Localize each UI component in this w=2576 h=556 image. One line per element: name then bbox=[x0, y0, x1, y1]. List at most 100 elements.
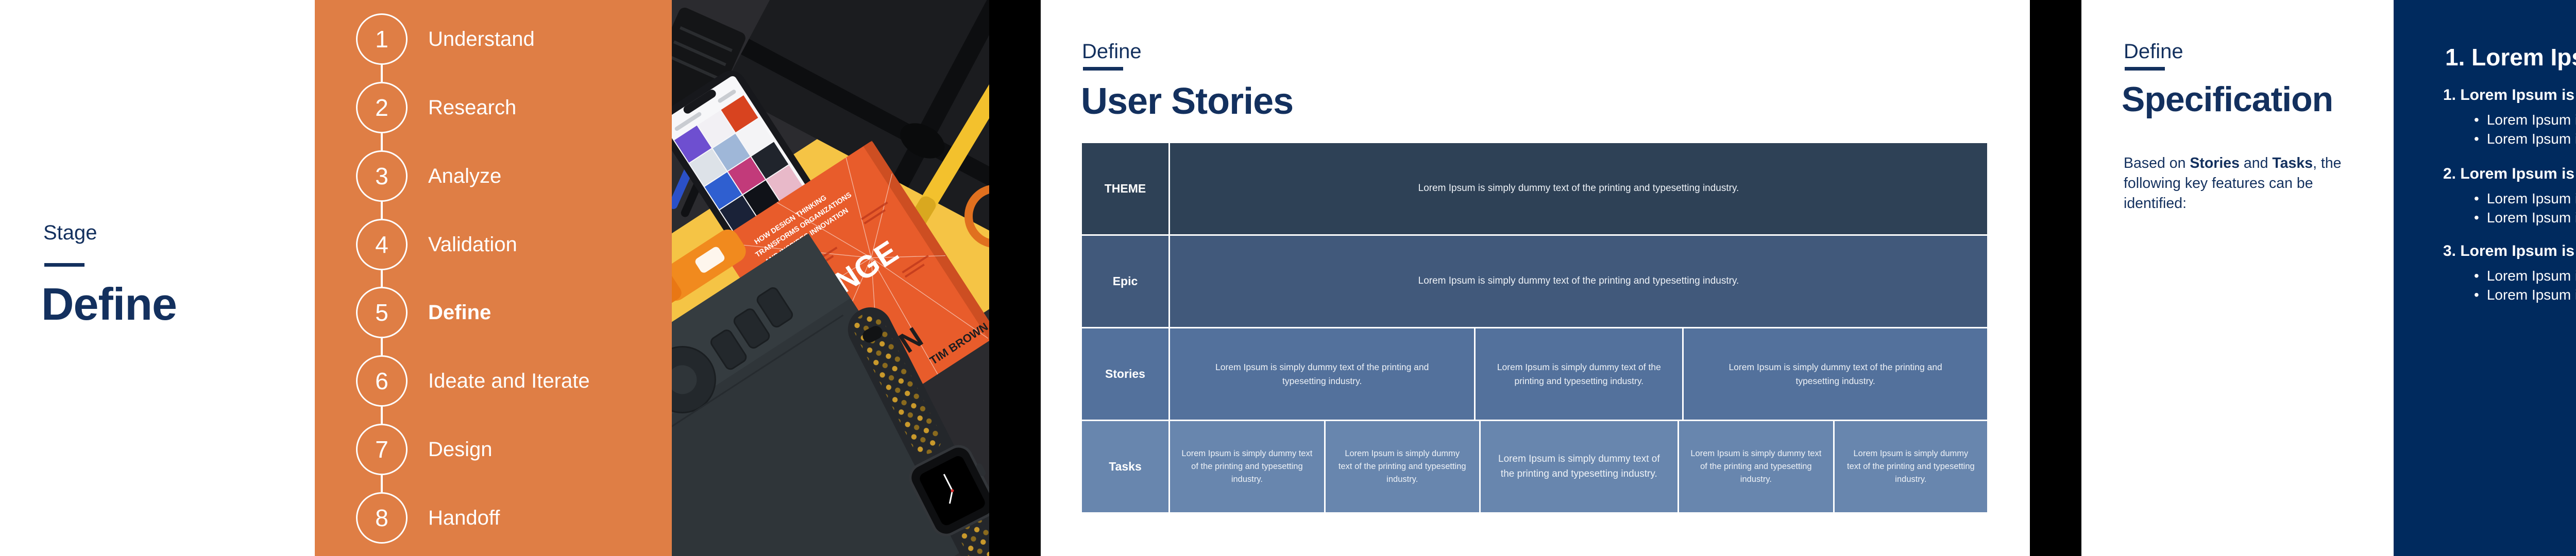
specification-intro-paragraph: Based on Stories and Tasks, the followin… bbox=[2124, 153, 2368, 213]
step-connector bbox=[381, 407, 383, 424]
para-text: and bbox=[2239, 155, 2273, 171]
table-row-tasks: Tasks Lorem Ipsum is simply dummy text o… bbox=[1082, 421, 1987, 512]
step-label: Handoff bbox=[428, 506, 500, 529]
step-number-badge: 7 bbox=[356, 424, 408, 475]
step-number-badge: 5 bbox=[356, 287, 408, 338]
define-kicker: Define bbox=[2124, 40, 2183, 63]
bullet-text: Lorem Ipsum is simply dummy text bbox=[2486, 131, 2576, 147]
list-item: • Lorem Ipsum is simply dummy text bbox=[2474, 285, 2576, 304]
define-kicker: Define bbox=[1082, 40, 1142, 63]
list-item: • Lorem Ipsum is simply dummy text bbox=[2474, 208, 2576, 227]
table-row-theme: THEME Lorem Ipsum is simply dummy text o… bbox=[1082, 143, 1987, 234]
step-number-badge: 2 bbox=[356, 82, 408, 133]
step-label: Design bbox=[428, 438, 493, 461]
bullet-text: Lorem Ipsum is simply dummy text bbox=[2486, 268, 2576, 284]
table-cell: Lorem Ipsum is simply dummy text of the … bbox=[1480, 421, 1677, 512]
bullet-text: Lorem Ipsum is simply dummy text bbox=[2486, 287, 2576, 303]
list-item: • Lorem Ipsum is simply dummy text bbox=[2474, 266, 2576, 285]
table-row-stories: Stories Lorem Ipsum is simply dummy text… bbox=[1082, 328, 1988, 420]
table-row-epic: Epic Lorem Ipsum is simply dummy text of… bbox=[1082, 236, 1987, 327]
bullet-icon: • bbox=[2474, 287, 2479, 303]
row-header-stories: Stories bbox=[1082, 328, 1168, 420]
step-item-understand: 1 Understand bbox=[356, 13, 535, 65]
table-cell: Lorem Ipsum is simply dummy text of the … bbox=[1679, 421, 1833, 512]
table-cell: Lorem Ipsum is simply dummy text of the … bbox=[1834, 421, 1987, 512]
slide-define-intro: Stage Define 1 Understand 2 Research 3 A… bbox=[0, 0, 1289, 556]
step-label: Ideate and Iterate bbox=[428, 369, 590, 392]
slide-specification: Define Specification Based on Stories an… bbox=[2081, 0, 2576, 556]
step-number-badge: 1 bbox=[356, 13, 408, 65]
key-features-panel: 1. Lorem Ipsum is simply dummy text 1. L… bbox=[2394, 0, 2576, 556]
feature-heading: 2. Lorem Ipsum is simply dummy text bbox=[2443, 165, 2576, 182]
flatlay-photo: HOW DESIGN THINKING TRANSFORMS ORGANIZAT… bbox=[488, 0, 1289, 556]
feature-bullets: • Lorem Ipsum is simply dummy text • Lor… bbox=[2443, 110, 2576, 148]
define-underline bbox=[1083, 67, 1123, 71]
stage-underline bbox=[44, 263, 84, 267]
slide2-title: User Stories bbox=[1081, 81, 1294, 122]
table-cell: Lorem Ipsum is simply dummy text of the … bbox=[1170, 421, 1324, 512]
step-number-badge: 3 bbox=[356, 150, 408, 202]
step-item-ideate-iterate: 6 Ideate and Iterate bbox=[356, 355, 590, 407]
step-label: Analyze bbox=[428, 164, 502, 187]
feature-heading: 1. Lorem Ipsum is simply dummy text bbox=[2443, 86, 2576, 103]
step-connector bbox=[381, 270, 383, 287]
step-connector bbox=[381, 338, 383, 355]
bullet-text: Lorem Ipsum is simply dummy text bbox=[2486, 112, 2576, 128]
step-connector bbox=[381, 65, 383, 82]
slide3-title: Specification bbox=[2122, 80, 2333, 119]
table-cell: Lorem Ipsum is simply dummy text of the … bbox=[1476, 328, 1683, 420]
step-connector bbox=[381, 202, 383, 219]
para-bold-stories: Stories bbox=[2190, 155, 2240, 171]
stage-label: Stage bbox=[43, 221, 97, 244]
step-item-analyze: 3 Analyze bbox=[356, 150, 501, 202]
step-item-research: 2 Research bbox=[356, 82, 516, 133]
list-item: • Lorem Ipsum is simply dummy text bbox=[2474, 110, 2576, 129]
step-connector bbox=[381, 475, 383, 492]
step-connector bbox=[381, 133, 383, 150]
bullet-icon: • bbox=[2474, 210, 2479, 225]
feature-bullets: • Lorem Ipsum is simply dummy text • Lor… bbox=[2443, 189, 2576, 227]
panel-title: 1. Lorem Ipsum is simply dummy text bbox=[2445, 44, 2576, 71]
row-header-theme: THEME bbox=[1082, 143, 1168, 234]
row-header-tasks: Tasks bbox=[1082, 421, 1168, 512]
para-bold-tasks: Tasks bbox=[2272, 155, 2313, 171]
bullet-icon: • bbox=[2474, 268, 2479, 284]
bullet-text: Lorem Ipsum is simply dummy text bbox=[2486, 210, 2576, 225]
table-cell: Lorem Ipsum is simply dummy text of the … bbox=[1170, 236, 1987, 327]
table-cell: Lorem Ipsum is simply dummy text of the … bbox=[1170, 143, 1987, 234]
step-number-badge: 6 bbox=[356, 355, 408, 407]
smartwatch bbox=[848, 307, 1032, 556]
bullet-icon: • bbox=[2474, 131, 2479, 147]
feature-heading: 3. Lorem Ipsum is simply dummy text bbox=[2443, 242, 2576, 259]
process-steps-panel: 1 Understand 2 Research 3 Analyze 4 Vali… bbox=[315, 0, 672, 556]
para-text: Based on bbox=[2124, 155, 2190, 171]
bullet-text: Lorem Ipsum is simply dummy text bbox=[2486, 190, 2576, 206]
step-label: Understand bbox=[428, 27, 535, 50]
para-text: , the following key features can be iden… bbox=[2124, 155, 2342, 212]
feature-item-3: 3. Lorem Ipsum is simply dummy text • Lo… bbox=[2443, 242, 2576, 304]
feature-bullets: • Lorem Ipsum is simply dummy text • Lor… bbox=[2443, 266, 2576, 304]
step-number-badge: 4 bbox=[356, 219, 408, 270]
bullet-icon: • bbox=[2474, 190, 2479, 206]
table-cell: Lorem Ipsum is simply dummy text of the … bbox=[1170, 328, 1475, 420]
step-label: Research bbox=[428, 96, 517, 119]
step-item-define-active: 5 Define bbox=[356, 287, 491, 338]
list-item: • Lorem Ipsum is simply dummy text bbox=[2474, 189, 2576, 208]
step-item-handoff: 8 Handoff bbox=[356, 492, 500, 544]
bullet-icon: • bbox=[2474, 112, 2479, 128]
step-label: Validation bbox=[428, 233, 517, 256]
slide-user-stories: Define User Stories THEME Lorem Ipsum is… bbox=[1041, 0, 2030, 556]
flatlay-photo-illustration: HOW DESIGN THINKING TRANSFORMS ORGANIZAT… bbox=[488, 0, 1289, 556]
step-label: Define bbox=[428, 301, 492, 324]
table-cell: Lorem Ipsum is simply dummy text of the … bbox=[1325, 421, 1479, 512]
book-radial-lines bbox=[723, 157, 989, 411]
slide1-title: Define bbox=[41, 279, 177, 329]
list-item: • Lorem Ipsum is simply dummy text bbox=[2474, 129, 2576, 148]
user-stories-table: THEME Lorem Ipsum is simply dummy text o… bbox=[1082, 143, 1988, 512]
step-number-badge: 8 bbox=[356, 492, 408, 544]
define-underline bbox=[2125, 67, 2165, 71]
feature-item-2: 2. Lorem Ipsum is simply dummy text • Lo… bbox=[2443, 165, 2576, 227]
step-item-design: 7 Design bbox=[356, 424, 493, 475]
feature-item-1: 1. Lorem Ipsum is simply dummy text • Lo… bbox=[2443, 86, 2576, 148]
